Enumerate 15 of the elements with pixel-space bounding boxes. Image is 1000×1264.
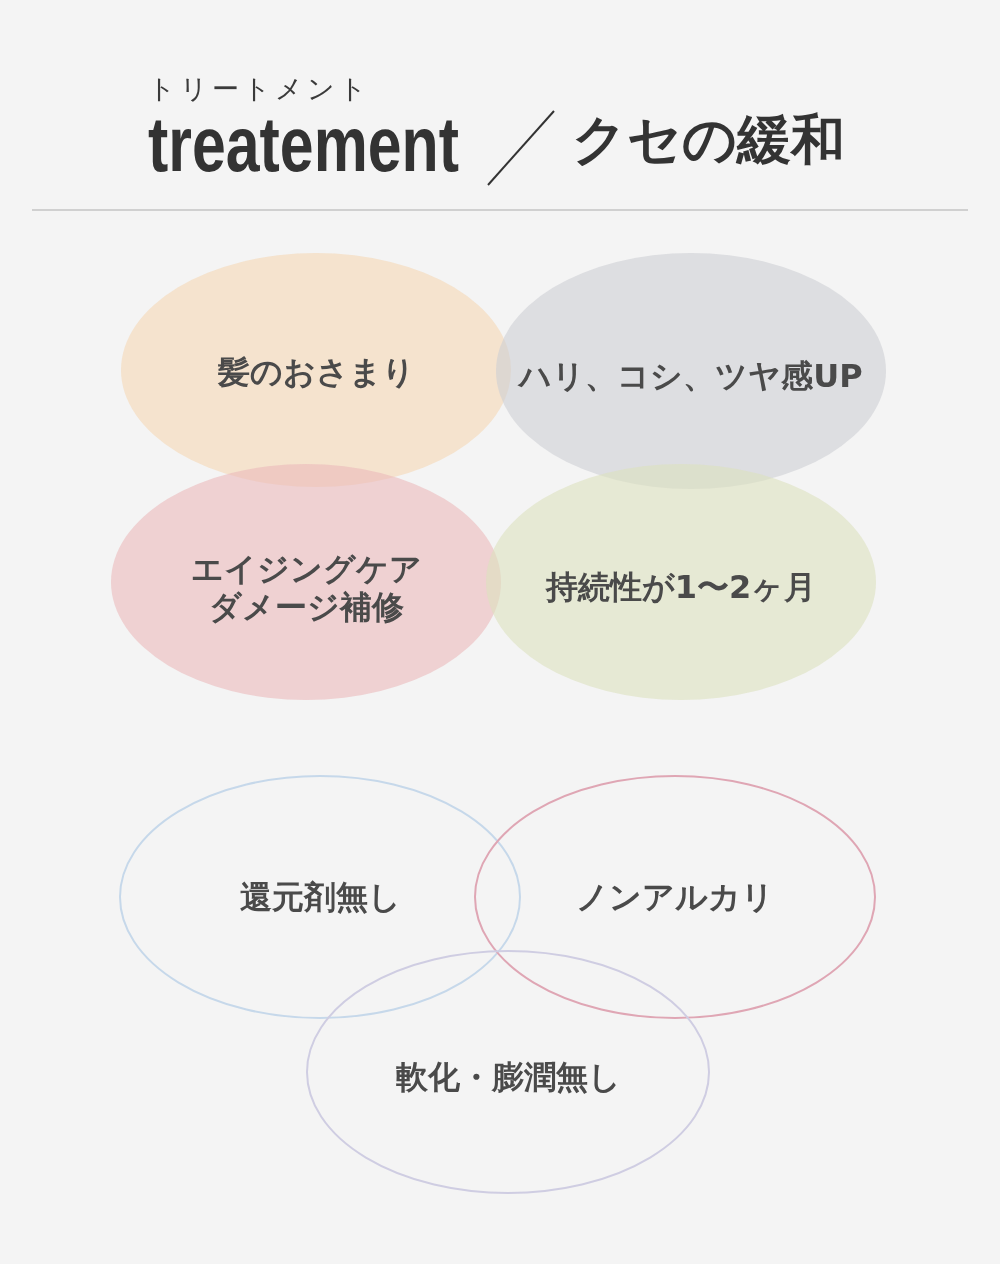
- oval-label: ハリ、コシ、ツヤ感UP: [519, 357, 863, 395]
- oval-label: 還元剤無し: [239, 878, 401, 916]
- subtitle: クセの緩和: [572, 113, 845, 167]
- oval-label: 髪のおさまり: [217, 353, 415, 391]
- oval-label: ダメージ補修: [208, 588, 404, 626]
- ellipse: [485, 463, 877, 701]
- title: treatement: [148, 106, 459, 183]
- ellipse: [119, 775, 521, 1019]
- oval-label: 持続性が1〜2ヶ月: [545, 568, 817, 606]
- ellipse: [474, 775, 876, 1019]
- oval-label: エイジングケア: [190, 550, 422, 588]
- furigana-text: トリートメント: [148, 75, 371, 102]
- oval-label: ノンアルカリ: [576, 878, 774, 916]
- ellipse: [306, 950, 710, 1194]
- oval-label: 軟化・膨潤無し: [395, 1058, 621, 1096]
